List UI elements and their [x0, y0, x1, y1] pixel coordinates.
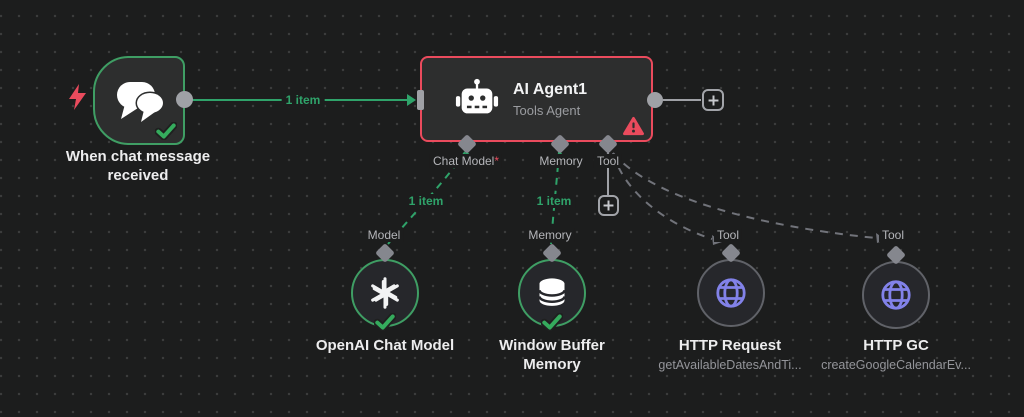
edge-label-items: 1 item — [404, 194, 448, 208]
http-gc-node-label: HTTP GC — [863, 337, 929, 354]
globe-icon — [881, 280, 911, 310]
openai-logo-icon — [371, 277, 399, 309]
trigger-node-label: When chat message received — [65, 148, 211, 184]
connection-httpgc-to-agent[interactable] — [612, 152, 877, 239]
lightning-bolt-icon — [69, 84, 86, 110]
node-window-buffer-memory[interactable] — [518, 259, 586, 327]
agent-input-port[interactable] — [417, 90, 424, 110]
node-ai-agent[interactable]: AI Agent1 Tools Agent — [420, 56, 653, 142]
globe-icon — [716, 278, 746, 308]
agent-subtitle: Tools Agent — [513, 102, 581, 118]
window-buffer-node-label: Window Buffer Memory — [499, 337, 605, 373]
http-request-port-label: Tool — [713, 228, 743, 242]
openai-port-label: Model — [364, 228, 404, 242]
plus-icon — [708, 95, 718, 105]
http-request-node-sublabel: getAvailableDatesAndTi... — [658, 358, 802, 372]
http-gc-port-label: Tool — [878, 228, 908, 242]
http-request-node-label: HTTP Request — [678, 337, 782, 354]
add-node-button[interactable] — [702, 89, 724, 111]
connection-arrow-icon — [407, 94, 416, 106]
window-buffer-port-label: Memory — [525, 228, 575, 242]
agent-chat-model-port-label: Chat Model* — [429, 154, 503, 168]
success-check-icon — [155, 122, 177, 140]
agent-output-port[interactable] — [647, 92, 663, 108]
port-label-text: Chat Model — [432, 154, 495, 168]
edge-label-items: 1 item — [281, 93, 325, 107]
node-http-request[interactable] — [697, 259, 765, 327]
openai-node-label: OpenAI Chat Model — [315, 337, 455, 354]
node-openai-chat-model[interactable] — [351, 259, 419, 327]
http-gc-node-sublabel: createGoogleCalendarEv... — [821, 358, 971, 372]
node-when-chat-message-received[interactable] — [93, 56, 185, 145]
required-marker: * — [494, 154, 500, 168]
edge-label-items: 1 item — [532, 194, 576, 208]
agent-text-block: AI Agent1 Tools Agent — [513, 81, 587, 118]
plus-icon — [603, 200, 614, 211]
agent-title: AI Agent1 — [513, 80, 588, 98]
add-tool-button[interactable] — [598, 195, 619, 216]
agent-memory-port-label: Memory — [536, 154, 586, 168]
node-http-gc[interactable] — [862, 261, 930, 329]
success-check-icon — [374, 313, 396, 331]
warning-triangle-icon — [623, 116, 644, 136]
robot-icon — [455, 78, 499, 114]
connection-httprequest-to-agent[interactable] — [612, 152, 713, 240]
trigger-output-port[interactable] — [176, 91, 193, 108]
success-check-icon — [541, 313, 563, 331]
database-icon — [538, 278, 566, 306]
chat-bubbles-icon — [117, 81, 165, 123]
agent-tool-port-label: Tool — [593, 154, 623, 168]
